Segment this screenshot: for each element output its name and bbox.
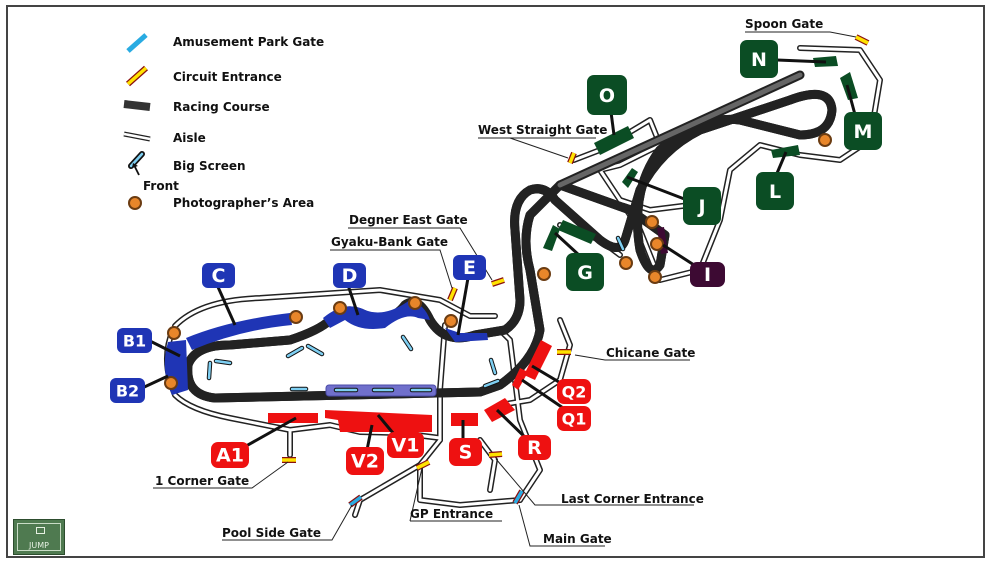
gate-label-gyaku-bank[interactable]: Gyaku-Bank Gate xyxy=(331,235,448,249)
svg-text:D: D xyxy=(342,265,358,287)
photographer-area-icon xyxy=(164,376,178,390)
legend-label: Photographer’s Area xyxy=(173,196,314,210)
stand-badge-j[interactable]: J xyxy=(683,187,721,225)
stand-badge-v1[interactable]: V1 xyxy=(387,432,424,458)
photographer-area-icon xyxy=(645,215,659,229)
gate-label-chicane[interactable]: Chicane Gate xyxy=(606,346,695,360)
svg-text:A1: A1 xyxy=(216,445,244,467)
gate-label-last-corner[interactable]: Last Corner Entrance xyxy=(561,492,704,506)
svg-text:G: G xyxy=(577,262,593,284)
stand-badge-g[interactable]: G xyxy=(566,253,604,291)
svg-text:V2: V2 xyxy=(351,451,379,473)
stand-badge-s[interactable]: S xyxy=(449,438,482,466)
stand-badge-r[interactable]: R xyxy=(518,435,551,460)
stand-badge-i[interactable]: I xyxy=(690,262,725,287)
legend-label: Big Screen xyxy=(173,159,246,173)
svg-text:O: O xyxy=(599,85,615,107)
legend-label: Aisle xyxy=(173,131,206,145)
amusement-park-gate-icon xyxy=(348,490,524,507)
photographer-area-icon xyxy=(818,133,832,147)
stand-area-d xyxy=(323,300,430,329)
stand-badge-l[interactable]: L xyxy=(756,172,794,210)
gate-label-spoon[interactable]: Spoon Gate xyxy=(745,17,823,31)
front-label: Front xyxy=(143,179,179,193)
photographer-area-icon xyxy=(128,196,142,210)
svg-text:V1: V1 xyxy=(392,435,420,457)
amusement-park-gate-icon xyxy=(126,33,148,53)
photographer-area-icon xyxy=(619,256,633,270)
photographer-area-icon xyxy=(167,326,181,340)
gate-label-pool-side[interactable]: Pool Side Gate xyxy=(222,526,321,540)
svg-text:M: M xyxy=(854,121,873,143)
racing-course-icon xyxy=(123,100,151,111)
svg-text:R: R xyxy=(527,437,542,459)
jump-button[interactable]: JUMP xyxy=(13,519,65,555)
stand-badge-b1[interactable]: B1 xyxy=(117,328,152,353)
stand-badge-v2[interactable]: V2 xyxy=(346,447,384,475)
svg-text:Q2: Q2 xyxy=(562,383,587,402)
gate-label-degner-east[interactable]: Degner East Gate xyxy=(349,213,468,227)
big-screen-icon xyxy=(128,151,145,176)
photographer-areas xyxy=(164,133,832,390)
svg-text:N: N xyxy=(751,49,767,71)
photographer-area-icon xyxy=(289,310,303,324)
stand-areas xyxy=(164,56,858,432)
jump-icon xyxy=(36,527,45,534)
gate-labels: Spoon Gate West Straight Gate Degner Eas… xyxy=(155,17,823,546)
photographer-area-icon xyxy=(333,301,347,315)
stand-area-c xyxy=(186,313,292,350)
svg-text:B2: B2 xyxy=(116,382,139,401)
legend-label: Amusement Park Gate xyxy=(173,35,324,49)
gate-label-main-gate[interactable]: Main Gate xyxy=(543,532,612,546)
legend-label: Circuit Entrance xyxy=(173,70,282,84)
gate-label-gp-entrance[interactable]: GP Entrance xyxy=(410,507,493,521)
stand-badge-e[interactable]: E xyxy=(453,255,486,280)
stand-badge-n[interactable]: N xyxy=(740,40,778,78)
stand-badge-q1[interactable]: Q1 xyxy=(557,406,591,431)
svg-text:Q1: Q1 xyxy=(562,410,587,429)
stand-badge-a1[interactable]: A1 xyxy=(211,442,249,468)
svg-text:I: I xyxy=(704,264,711,286)
gate-label-west-straight[interactable]: West Straight Gate xyxy=(478,123,607,137)
legend: Amusement Park Gate Circuit Entrance Rac… xyxy=(123,33,324,210)
svg-text:L: L xyxy=(769,181,781,203)
svg-text:J: J xyxy=(696,196,705,218)
stand-badges: C D E B1 B2 O N M L J G I A1 V2 V1 S R Q… xyxy=(110,40,882,475)
stand-badge-q2[interactable]: Q2 xyxy=(557,379,591,404)
photographer-area-icon xyxy=(648,270,662,284)
gate-label-1-corner[interactable]: 1 Corner Gate xyxy=(155,474,249,488)
svg-text:S: S xyxy=(459,442,473,464)
stand-badge-m[interactable]: M xyxy=(844,112,882,150)
stand-badge-d[interactable]: D xyxy=(333,263,366,288)
circuit-entrance-icon xyxy=(282,35,869,470)
stand-badge-b2[interactable]: B2 xyxy=(110,378,145,403)
stand-area-e xyxy=(445,328,488,342)
photographer-area-icon xyxy=(408,296,422,310)
svg-text:C: C xyxy=(212,265,226,287)
stand-badge-o[interactable]: O xyxy=(587,75,627,115)
gate-markers xyxy=(282,34,870,508)
svg-text:E: E xyxy=(463,257,476,279)
jump-label: JUMP xyxy=(29,541,49,550)
big-screens xyxy=(206,235,626,397)
photographer-area-icon xyxy=(650,237,664,251)
photographer-area-icon xyxy=(537,267,551,281)
stand-badge-c[interactable]: C xyxy=(202,263,235,288)
photographer-area-icon xyxy=(444,314,458,328)
legend-label: Racing Course xyxy=(173,100,270,114)
svg-text:B1: B1 xyxy=(123,332,146,351)
